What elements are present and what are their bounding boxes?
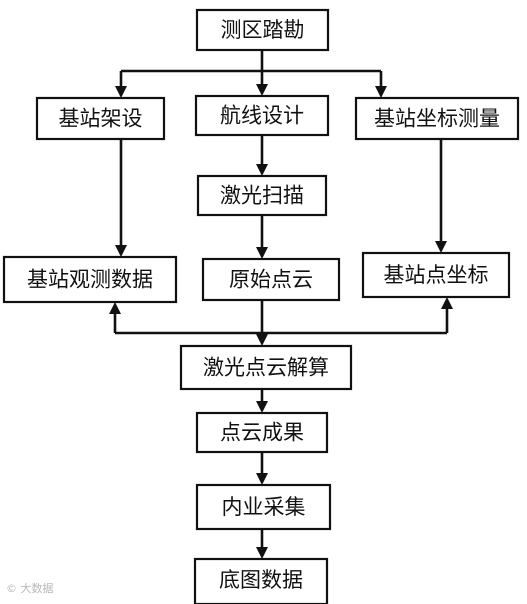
node-base-obs-data: 基站观测数据 xyxy=(2,255,178,304)
node-base-point-coord: 基站点坐标 xyxy=(361,251,511,299)
arrow-loop-obs xyxy=(109,302,121,314)
node-base-coord-survey: 基站坐标测量 xyxy=(354,96,520,141)
node-survey: 测区踏勘 xyxy=(195,8,330,52)
node-laser-scan-label: 激光扫描 xyxy=(220,184,304,208)
arrow-route-design xyxy=(256,84,268,96)
arrow-office-collect xyxy=(256,473,268,485)
node-raw-cloud: 原始点云 xyxy=(201,257,341,302)
arrow-base-map xyxy=(256,547,268,559)
arrow-solve xyxy=(256,334,268,346)
node-survey-label: 测区踏勘 xyxy=(221,18,305,42)
arrow-laser-scan xyxy=(256,164,268,176)
node-base-setup: 基站架设 xyxy=(35,96,166,141)
node-cloud-solve: 激光点云解算 xyxy=(179,344,353,391)
node-cloud-solve-label: 激光点云解算 xyxy=(203,356,329,380)
arrow-cloud-result xyxy=(256,401,268,413)
node-base-map-data: 底图数据 xyxy=(193,557,329,604)
node-route-design: 航线设计 xyxy=(194,94,330,137)
arrow-loop-point xyxy=(441,297,453,309)
arrow-base-coord xyxy=(375,86,387,98)
node-base-coord-survey-label: 基站坐标测量 xyxy=(374,107,500,131)
node-laser-scan: 激光扫描 xyxy=(196,174,328,217)
node-raw-cloud-label: 原始点云 xyxy=(229,268,313,292)
watermark: © 大数据 xyxy=(6,582,54,595)
node-cloud-result-label: 点云成果 xyxy=(220,421,304,445)
node-cloud-result: 点云成果 xyxy=(195,411,329,454)
arrow-base-setup xyxy=(115,86,127,98)
node-office-collect: 内业采集 xyxy=(195,483,332,531)
arrow-raw-cloud xyxy=(256,247,268,259)
node-base-map-data-label: 底图数据 xyxy=(219,568,303,592)
node-office-collect-label: 内业采集 xyxy=(222,495,306,519)
node-route-design-label: 航线设计 xyxy=(220,104,304,128)
flowchart-edges xyxy=(109,50,453,559)
node-base-obs-data-label: 基站观测数据 xyxy=(27,268,153,292)
arrow-base-point xyxy=(435,241,447,253)
arrow-base-obs xyxy=(115,245,127,257)
node-base-point-coord-label: 基站点坐标 xyxy=(384,263,489,287)
flowchart-nodes: 测区踏勘 基站架设 航线设计 基站坐标测量 激光扫描 基站观测数据 原始点云 xyxy=(2,8,520,604)
node-base-setup-label: 基站架设 xyxy=(59,107,143,131)
